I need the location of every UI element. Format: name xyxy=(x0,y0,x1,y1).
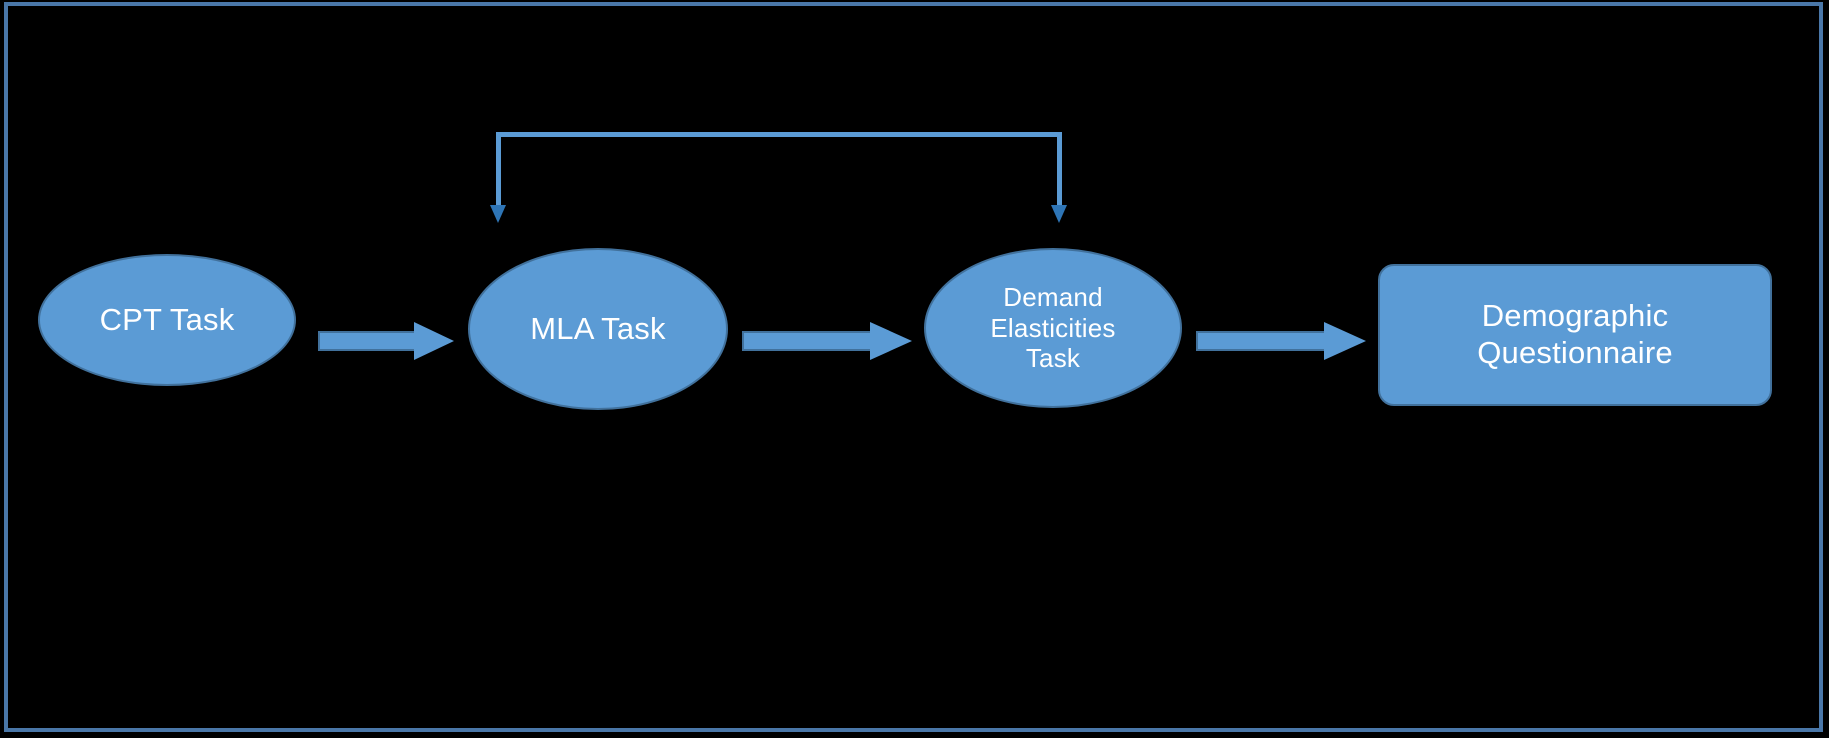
node-cpt-task-label: CPT Task xyxy=(99,301,235,337)
node-demo-line-1: Demographic xyxy=(1481,298,1669,334)
node-mla-task-label: MLA Task xyxy=(530,310,666,346)
node-demand-line-1: Demand xyxy=(1003,281,1103,312)
arrow-cpt-to-mla-shaft xyxy=(318,331,416,351)
node-demand-elasticities-task[interactable]: Demand Elasticities Task xyxy=(924,248,1182,408)
arrow-cpt-to-mla-head-icon xyxy=(414,322,454,360)
arrow-demand-to-demographic-shaft xyxy=(1196,331,1326,351)
arrow-cpt-to-mla xyxy=(318,322,454,360)
node-demand-line-3: Task xyxy=(1025,343,1081,374)
node-demo-line-2: Questionnaire xyxy=(1477,335,1673,370)
node-mla-task[interactable]: MLA Task xyxy=(468,248,728,410)
bracket-right-vertical-line xyxy=(1057,132,1062,207)
counterbalance-bracket-connector xyxy=(490,132,1070,252)
bracket-right-arrowhead-icon xyxy=(1051,205,1067,223)
arrow-mla-to-demand-head-icon xyxy=(870,322,912,360)
arrow-demand-to-demographic-head-icon xyxy=(1324,322,1366,360)
node-demographic-questionnaire-label: Demographic Questionnaire xyxy=(1463,298,1687,371)
bracket-horizontal-line xyxy=(496,132,1062,137)
arrow-demand-to-demographic xyxy=(1196,322,1366,360)
bracket-left-vertical-line xyxy=(496,132,501,207)
node-demographic-questionnaire[interactable]: Demographic Questionnaire xyxy=(1378,264,1772,406)
node-cpt-task[interactable]: CPT Task xyxy=(38,254,296,386)
node-demand-line-2: Elasticities xyxy=(990,312,1116,343)
arrow-mla-to-demand-shaft xyxy=(742,331,872,351)
bracket-left-arrowhead-icon xyxy=(490,205,506,223)
arrow-mla-to-demand xyxy=(742,322,912,360)
node-demand-elasticities-task-label: Demand Elasticities Task xyxy=(976,282,1129,374)
